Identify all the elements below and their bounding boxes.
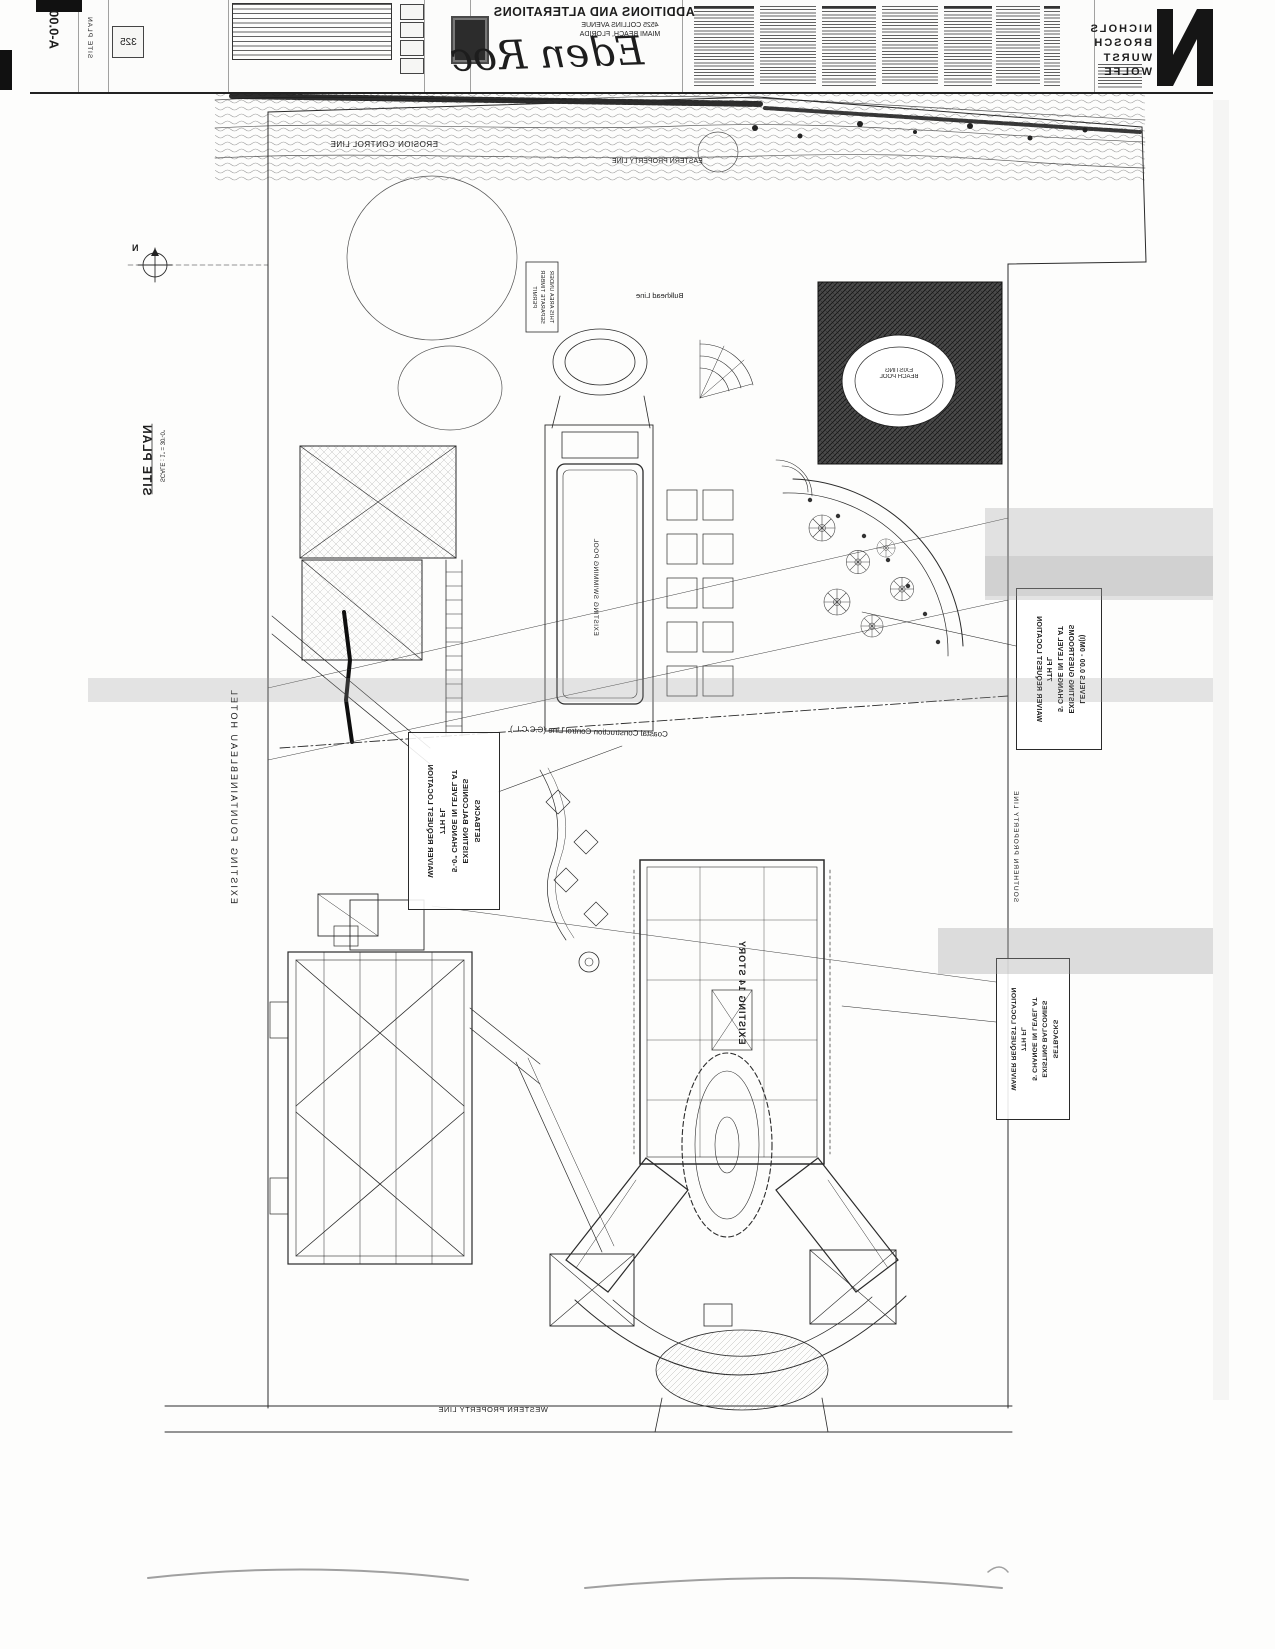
southern-property-label: SOUTHERN PROPERTY LINE [1012,790,1020,903]
revision-cell [400,40,424,56]
note2-line2: EXISTING BALCONIES [461,778,471,864]
note1-line1: LEVELS 0.00 - 0M(I) [1078,634,1086,704]
waiver-note-box-2: SETBACKS EXISTING BALCONIES 5'-0" CHANGE… [408,732,500,910]
curved-colonnade [782,478,964,657]
note2-line4: 7TH FL [438,807,448,835]
waiver-note-box-3: SETBACKS EXISTING BALCONIES 5' CHANGE IN… [996,958,1070,1120]
consultant-text-block [822,6,876,88]
plan-scale: SCALE : 1" = 30'-0" [158,430,165,483]
scan-curl-marks [147,1566,1009,1589]
consultant-text-block [944,6,992,88]
bulkhead-label: Bulkhead Line [636,291,684,300]
building-wings [549,1157,899,1327]
dune-shapes [346,131,739,431]
north-letter: N [132,243,139,253]
consultant-text-block [1044,6,1060,88]
left-upper-buildings [271,445,463,765]
scan-edge-mark [0,50,12,90]
eden-roc-logo-script: Eden Roc [449,28,645,82]
eastern-property-label: EASTERN PROPERTY LINE [612,158,703,165]
note2-line3: 5'-0" CHANGE IN LEVEL AT [449,769,459,873]
project-title: ADDITIONS AND ALTERATIONS [493,5,695,19]
note3-line5: WAIVER REQUEST LOCATION [1009,987,1017,1091]
main-building [633,859,831,1165]
consultant-text-block [760,6,816,86]
canopy-oval [681,1052,773,1238]
timber-note-line3: PERMIT [530,286,537,308]
consultant-text-block [996,6,1040,86]
revision-cell [400,22,424,38]
timber-note-box [525,261,559,333]
note1-line3: 5' CHANGE IN LEVEL AT [1056,626,1064,712]
note3-line4: 7TH FL [1019,1026,1027,1052]
architect-small-print [1098,64,1142,88]
architect-logo-n [1157,9,1213,86]
title-block-divider [228,0,229,92]
note1-line4: 7TH FL [1045,656,1053,682]
existing-14-story-label: EXISTING 14 STORY [736,940,747,1045]
drive-loop [515,1057,907,1433]
swimming-pool-label: EXISTING SWIMMING POOL [592,538,600,636]
fountainebleau-label: EXISTING FOUNTAINEBLEAU HOTEL [228,688,239,904]
note1-line5: WAIVER REQUEST LOCATION [1034,616,1042,722]
consultant-text-block [694,6,754,88]
beach-hatch [214,90,1146,182]
stamp-number: 325 [119,36,137,48]
sheet-number: A-0.00 [46,10,62,50]
timber-note-line2: SEPARATE TIMBER [539,270,546,324]
parking-structure [269,951,541,1265]
revision-cell [400,58,424,74]
architect-name-line: WURST [1101,51,1152,64]
leader-lines [267,517,1017,1023]
beach-pool-label-line2: BEACH POOL [879,374,919,380]
title-block-divider [1094,0,1095,92]
consultant-text-block [882,6,938,86]
title-block-divider [682,0,683,92]
note3-line3: 5' CHANGE IN LEVEL AT [1030,997,1038,1081]
architect-name-block: NICHOLS BROSCH WURST WOLFE [1088,22,1153,79]
sheet-title-small: SITE PLAN [86,16,94,59]
waiver-note-box-1: LEVELS 0.00 - 0M(I) EXISTING GUESTROOMS … [1016,588,1102,750]
timber-note: THIS AREA UNDER SEPARATE TIMBER PERMIT [526,262,558,332]
plan-title: SITE PLAN [140,424,155,496]
hotel-emblem [451,16,489,64]
architect-name-line: WOLFE [1102,65,1152,78]
swimming-pool [544,424,654,732]
deck-stairs [775,459,813,497]
note2-line1: SETBACKS [473,799,483,843]
note3-line1: SETBACKS [1051,1019,1059,1059]
service-cluster [317,893,425,951]
beach-deck [817,281,1003,465]
erosion-control-label: EROSION CONTROL LINE [330,140,438,149]
architect-name-line: BROSCH [1092,37,1152,50]
beach-pool-label: EXISTING BEACH POOL [866,368,932,380]
note2-line5: WAIVER REQUEST LOCATION [426,764,436,878]
scan-edge-mark [36,0,82,12]
title-block-divider [108,0,109,92]
oval-terrace [551,328,651,429]
stamp-box: 325 [112,26,144,58]
title-block-divider [78,0,79,92]
timber-note-line1: THIS AREA UNDER [547,270,554,324]
revision-table [232,3,392,60]
cabana-rows [666,489,734,697]
title-block-divider [424,0,425,92]
gardens [539,767,609,973]
fan-stairs [699,339,754,399]
raised-planters [808,514,915,638]
note1-line2: EXISTING GUESTROOMS [1067,624,1075,714]
western-property-label: WESTERN PROPERTY LINE [438,1405,548,1414]
revision-cell [400,4,424,20]
north-arrow [127,247,269,283]
note3-line2: EXISTING BALCONIES [1040,1000,1048,1078]
architect-name-line: NICHOLS [1088,23,1153,35]
